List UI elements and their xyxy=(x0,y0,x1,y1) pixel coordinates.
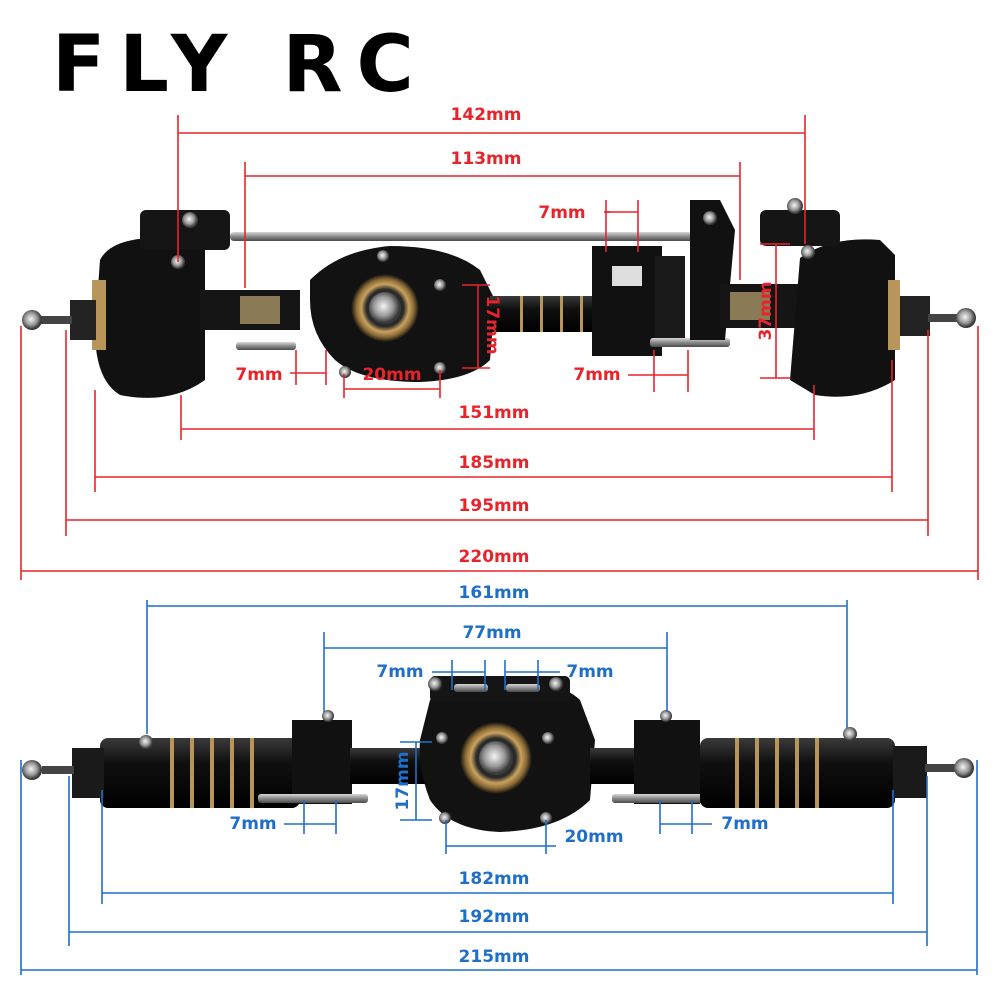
rear-height-17-label: 17mm xyxy=(393,751,413,810)
front-width-113-label: 113mm xyxy=(451,149,522,169)
rear-width-77-label: 77mm xyxy=(462,623,521,643)
front-link-left-7-label: 7mm xyxy=(235,365,282,385)
right-wheel-nut-icon xyxy=(956,308,976,328)
front-link-mount xyxy=(592,246,662,356)
front-height-37-label: 37mm xyxy=(756,281,776,340)
rear-right-link-mount xyxy=(634,720,700,804)
right-knuckle xyxy=(790,239,895,397)
rear-dimension-lines xyxy=(20,600,978,975)
rear-link-top-left-7-label: 7mm xyxy=(376,662,423,682)
rear-right-nut-icon xyxy=(954,758,974,778)
right-steering-arm xyxy=(760,210,840,246)
rear-diff-20-label: 20mm xyxy=(564,827,623,847)
rear-link-top-right-7-label: 7mm xyxy=(566,662,613,682)
rear-link-left-7-label: 7mm xyxy=(229,814,276,834)
front-width-151-label: 151mm xyxy=(459,403,530,423)
left-steering-arm xyxy=(140,210,230,250)
front-width-142-label: 142mm xyxy=(451,105,522,125)
front-link-right-7-label: 7mm xyxy=(573,365,620,385)
rear-width-192-label: 192mm xyxy=(459,907,530,927)
front-right-axle-tube xyxy=(490,296,600,332)
rear-width-215-label: 215mm xyxy=(459,947,530,967)
front-dimension-lines xyxy=(20,115,979,580)
rear-axle xyxy=(22,676,974,832)
tie-rod xyxy=(230,232,700,241)
front-axle xyxy=(22,198,976,398)
left-wheel-nut-icon xyxy=(22,310,42,330)
rear-width-182-label: 182mm xyxy=(459,869,530,889)
front-diff-20-label: 20mm xyxy=(362,365,421,385)
front-width-195-label: 195mm xyxy=(459,496,530,516)
front-width-185-label: 185mm xyxy=(459,453,530,473)
brand-logo: FLY RC xyxy=(52,20,428,110)
rear-left-nut-icon xyxy=(22,760,42,780)
front-width-220-label: 220mm xyxy=(459,547,530,567)
left-knuckle xyxy=(95,238,205,398)
rear-link-right-7-label: 7mm xyxy=(721,814,768,834)
front-link-top-7-label: 7mm xyxy=(538,203,585,223)
right-hub-brass-ring xyxy=(888,280,900,350)
rear-left-link-mount xyxy=(292,720,352,804)
front-height-17-label: 17mm xyxy=(482,295,502,354)
rear-width-161-label: 161mm xyxy=(459,583,530,603)
